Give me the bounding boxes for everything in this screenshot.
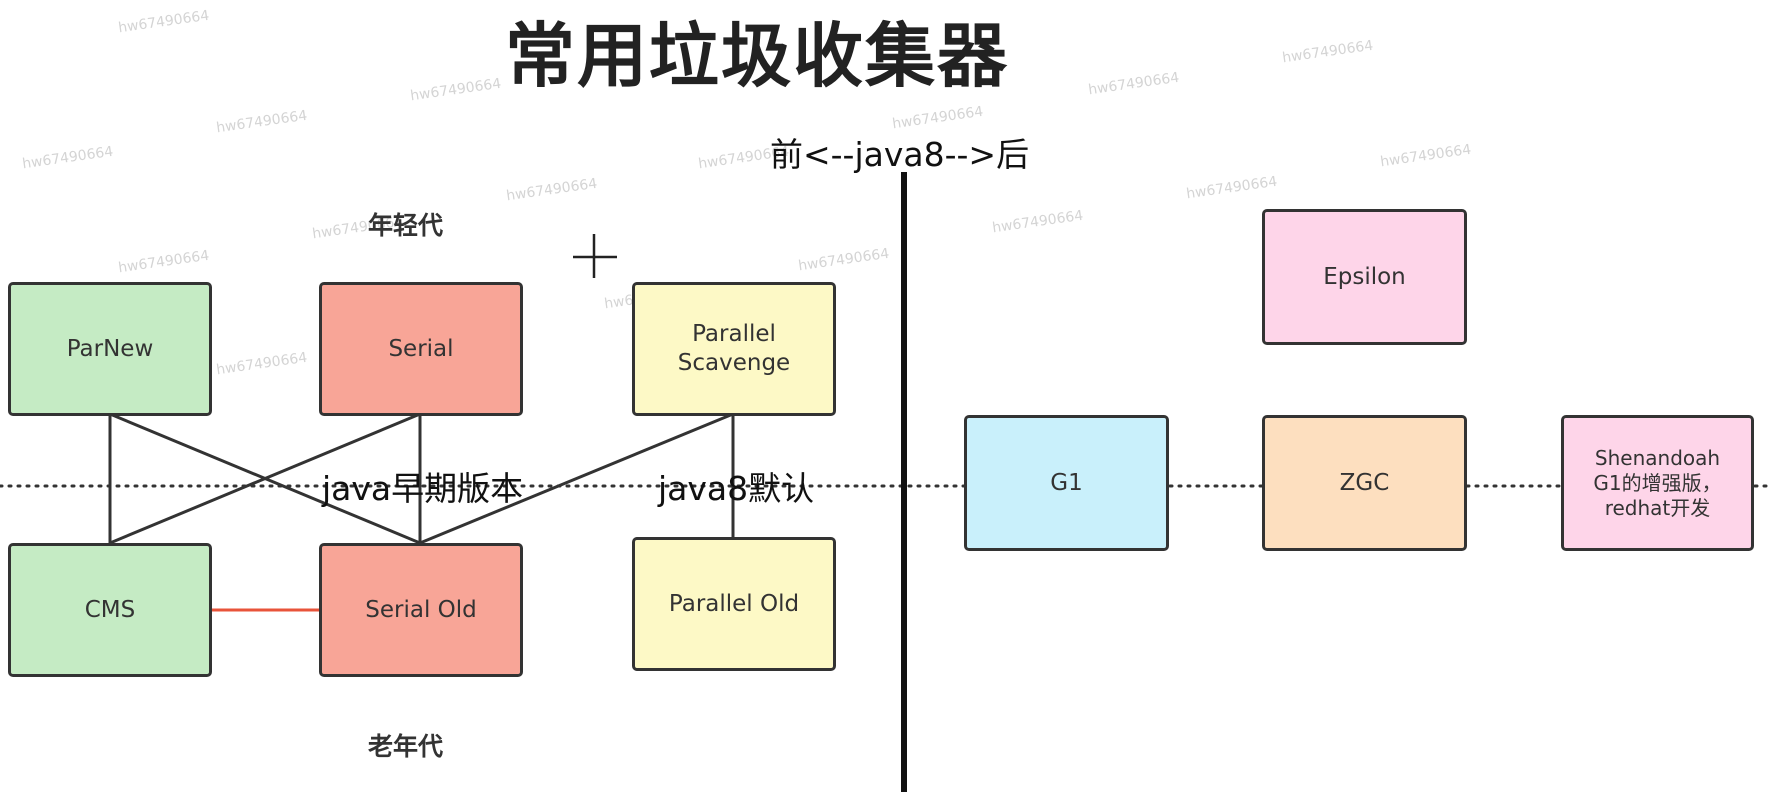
shenandoah-label: Shenandoah G1的增强版， redhat开发 <box>1593 445 1722 520</box>
g1-box: G1 <box>964 415 1169 551</box>
cursor-crosshair <box>573 234 617 278</box>
page-title: 常用垃圾收集器 <box>505 15 1009 97</box>
parallel-old-label: Parallel Old <box>668 590 800 617</box>
parallel-old-box: Parallel Old <box>632 537 836 671</box>
g1-label: G1 <box>1050 469 1083 496</box>
parallel-scavenge-box: Parallel Scavenge <box>632 282 836 416</box>
java-early-version-label: java早期版本 <box>322 469 524 508</box>
serial-box: Serial <box>319 282 523 416</box>
young-generation-label: 年轻代 <box>368 211 444 240</box>
shenandoah-box: Shenandoah G1的增强版， redhat开发 <box>1561 415 1754 551</box>
epsilon-label: Epsilon <box>1323 263 1406 290</box>
epsilon-box: Epsilon <box>1262 209 1467 345</box>
serial-old-box: Serial Old <box>319 543 523 677</box>
serial-old-label: Serial Old <box>365 596 477 623</box>
parallelscavenge-serialold-connector <box>419 412 734 545</box>
parnew-box: ParNew <box>8 282 212 416</box>
serial-cms-connector <box>109 412 421 545</box>
java8-default-label: java8默认 <box>658 469 815 508</box>
zgc-label: ZGC <box>1339 469 1390 496</box>
cms-label: CMS <box>84 596 136 623</box>
parnew-label: ParNew <box>66 335 154 362</box>
cms-box: CMS <box>8 543 212 677</box>
zgc-box: ZGC <box>1262 415 1467 551</box>
parallel-scavenge-label: Parallel Scavenge <box>677 321 791 376</box>
java8-era-label: 前<--java8-->后 <box>770 135 1030 174</box>
old-generation-label: 老年代 <box>368 732 444 761</box>
serial-label: Serial <box>388 335 454 362</box>
